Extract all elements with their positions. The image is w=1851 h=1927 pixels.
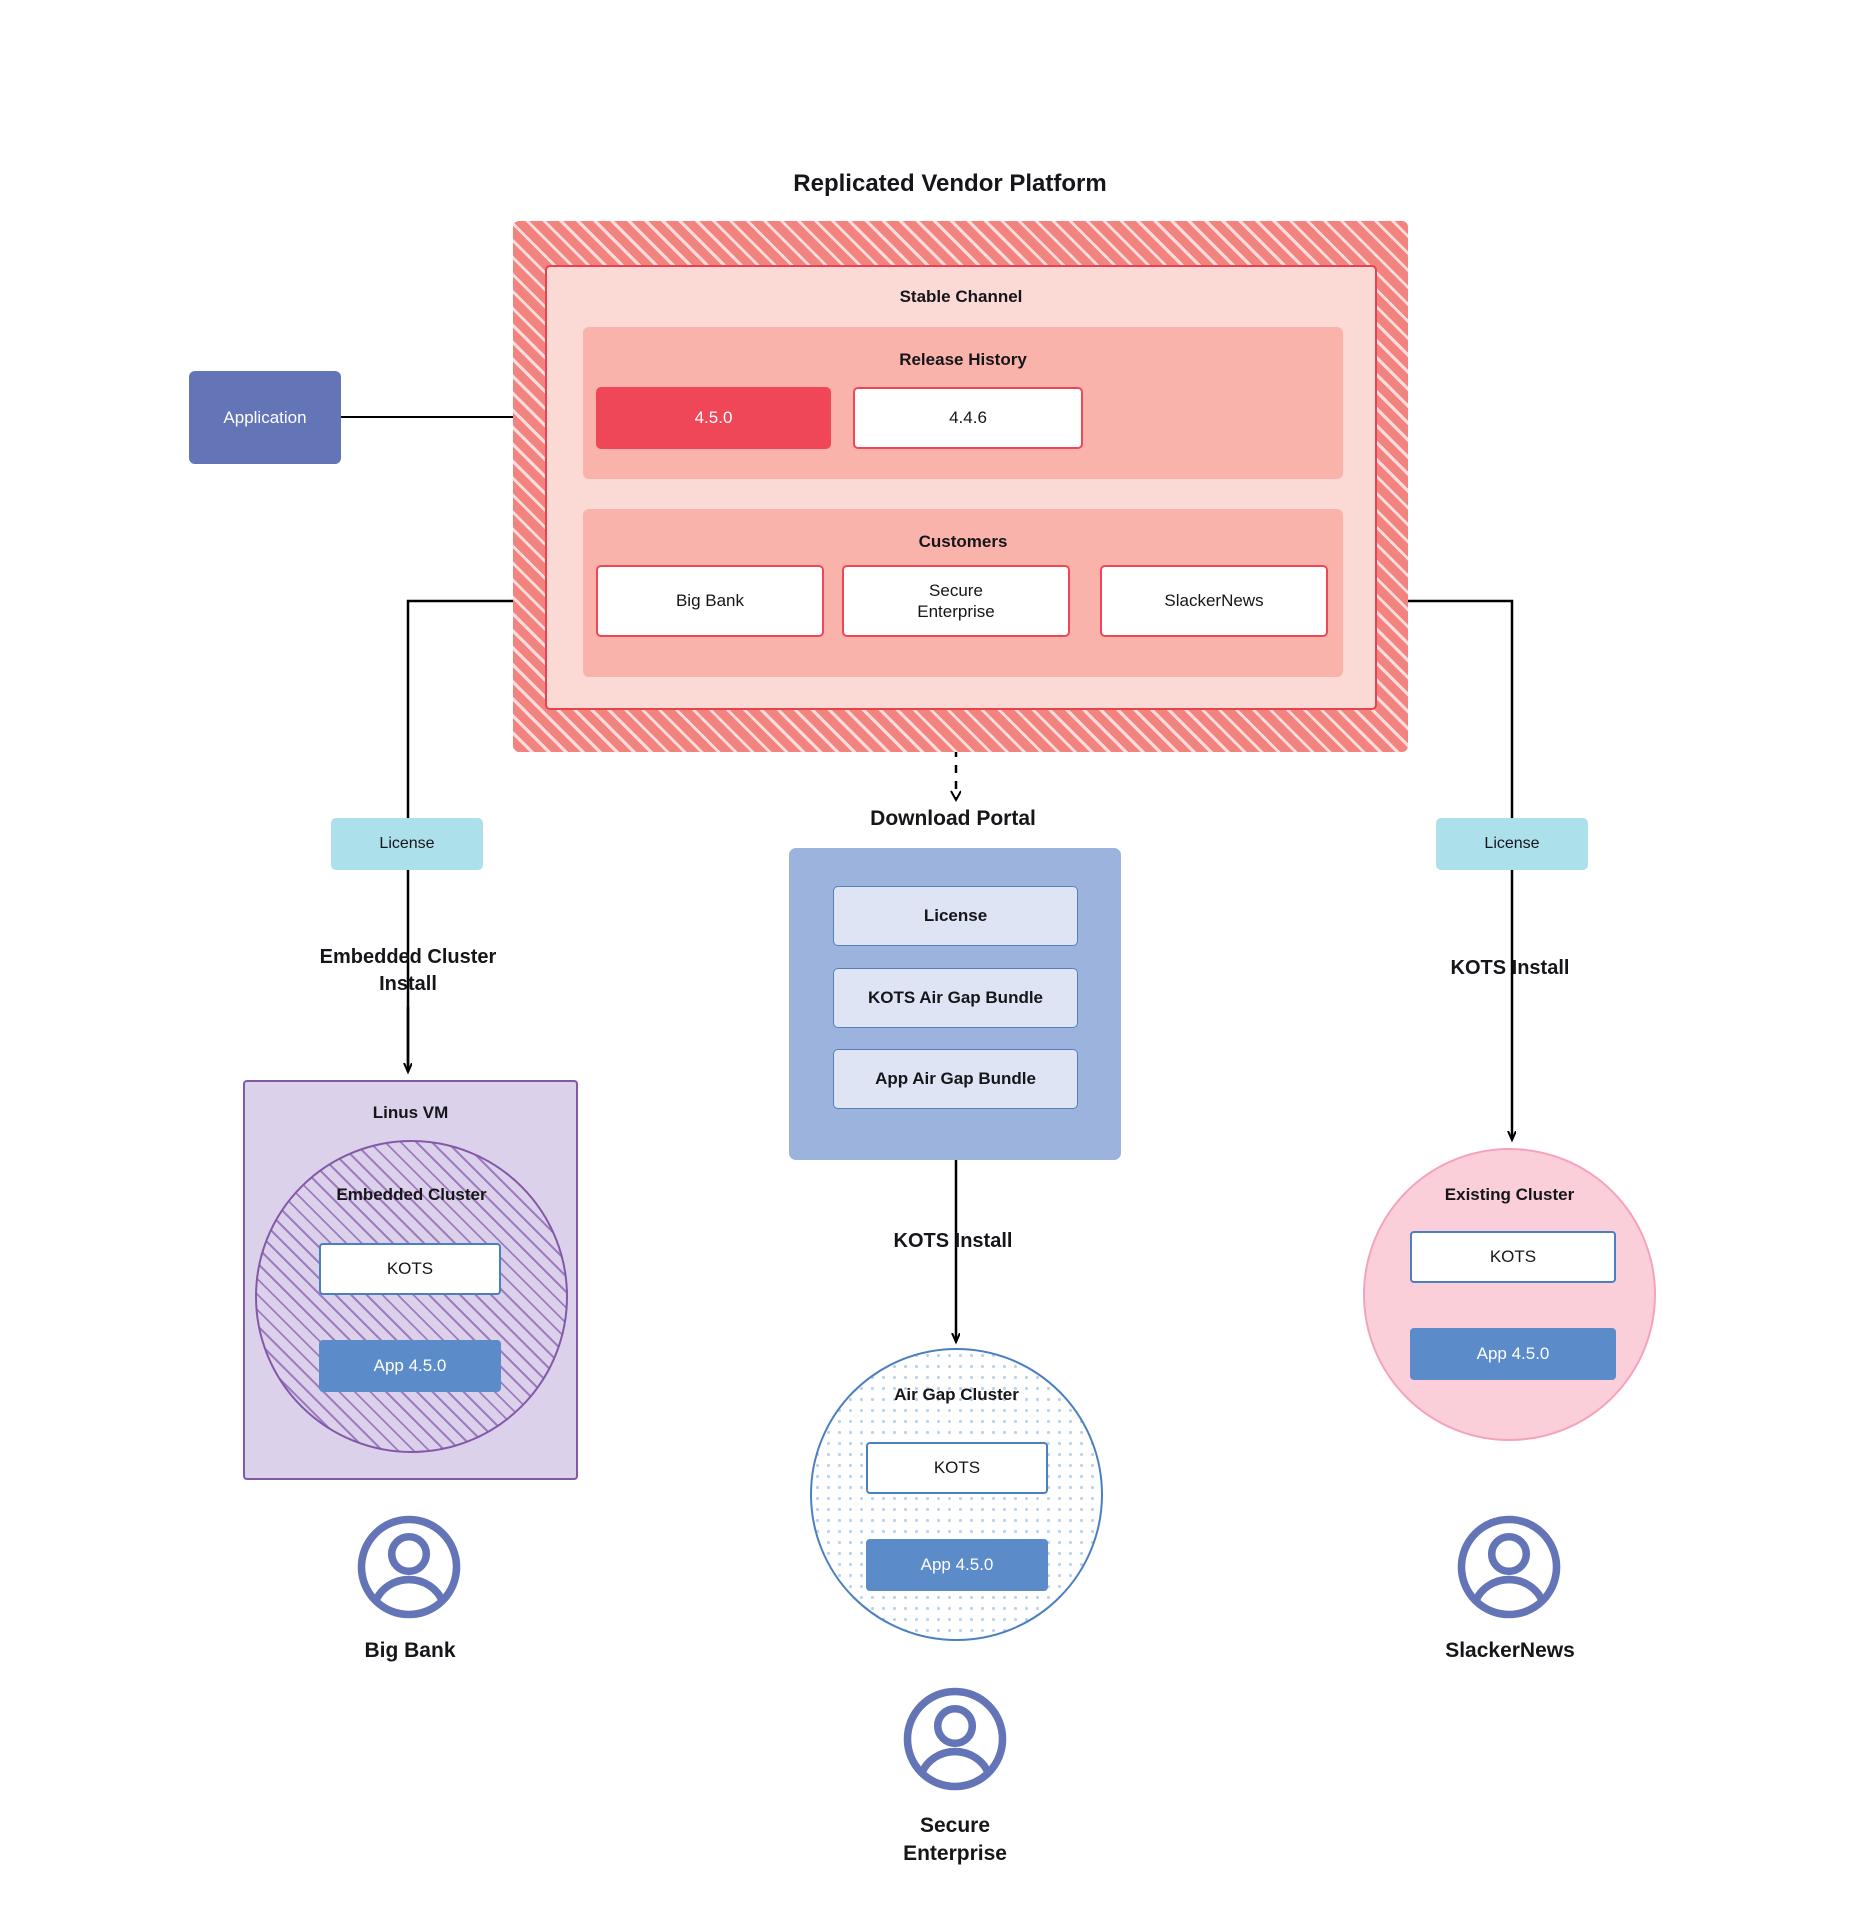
kots-node-existing[interactable]: KOTS [1410, 1231, 1616, 1283]
existing-cluster-title: Existing Cluster [1444, 1185, 1575, 1204]
persona-label-slackernews: SlackerNews [1445, 1639, 1575, 1662]
persona-label-big-bank: Big Bank [364, 1639, 456, 1662]
air-gap-cluster-circle [810, 1348, 1103, 1641]
release-card-current[interactable]: 4.5.0 [596, 387, 831, 449]
flow-label-kots-install-middle: KOTS Install [893, 1230, 1013, 1252]
embedded-cluster-circle [255, 1140, 568, 1453]
portal-item-kots-air-gap-bundle[interactable]: KOTS Air Gap Bundle [833, 968, 1078, 1028]
portal-item-license[interactable]: License [833, 886, 1078, 946]
release-history-title: Release History [899, 350, 1027, 369]
flow-label-kots-install-right: KOTS Install [1450, 957, 1570, 979]
embedded-cluster-title: Embedded Cluster [336, 1185, 487, 1204]
customers-title: Customers [918, 532, 1008, 551]
stable-channel-title: Stable Channel [899, 287, 1023, 306]
customer-card-big-bank[interactable]: Big Bank [596, 565, 824, 637]
user-avatar-icon [1457, 1515, 1561, 1619]
customer-card-slackernews[interactable]: SlackerNews [1100, 565, 1328, 637]
kots-node-vm[interactable]: KOTS [319, 1243, 501, 1295]
linux-vm-title: Linus VM [372, 1103, 449, 1122]
user-avatar-icon [357, 1515, 461, 1619]
app-node-vm[interactable]: App 4.5.0 [319, 1340, 501, 1392]
kots-node-airgap[interactable]: KOTS [866, 1442, 1048, 1494]
release-card-previous[interactable]: 4.4.6 [853, 387, 1083, 449]
platform-title: Replicated Vendor Platform [793, 170, 1107, 197]
app-node-existing[interactable]: App 4.5.0 [1410, 1328, 1616, 1380]
download-portal-title: Download Portal [870, 807, 1036, 830]
license-chip-right[interactable]: License [1436, 818, 1588, 870]
user-avatar-icon [903, 1687, 1007, 1791]
existing-cluster-circle [1363, 1148, 1656, 1441]
air-gap-cluster-title: Air Gap Cluster [894, 1385, 1019, 1404]
application-node[interactable]: Application [189, 371, 341, 464]
app-node-airgap[interactable]: App 4.5.0 [866, 1539, 1048, 1591]
portal-item-app-air-gap-bundle[interactable]: App Air Gap Bundle [833, 1049, 1078, 1109]
license-chip-left[interactable]: License [331, 818, 483, 870]
